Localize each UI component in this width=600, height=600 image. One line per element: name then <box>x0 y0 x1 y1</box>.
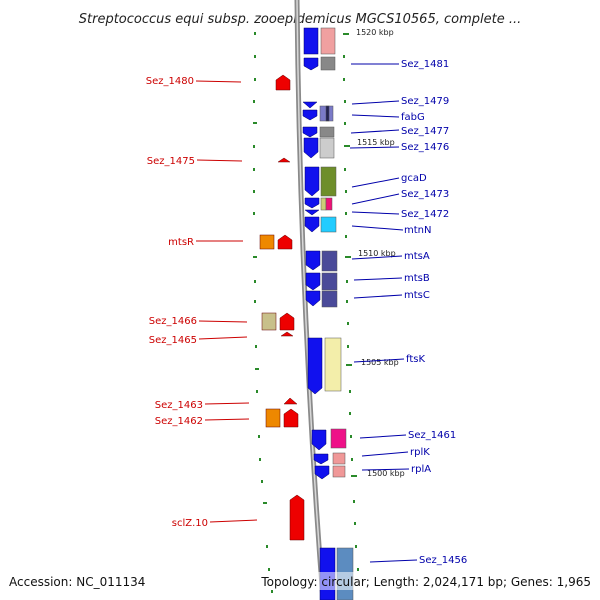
gene-label: Sez_1479 <box>401 96 449 107</box>
gene-label: Sez_1481 <box>401 59 449 70</box>
map-title: Streptococcus equi subsp. zooepidemicus … <box>79 12 521 27</box>
forward-strand-features <box>259 74 305 541</box>
tick-column-right <box>343 33 359 571</box>
gene-label: mtsA <box>404 251 430 262</box>
accession-text: Accession: NC_011134 <box>9 575 145 589</box>
gene-label: Sez_1480 <box>146 76 194 87</box>
gene-label: Sez_1462 <box>155 416 203 427</box>
cog-category-boxes <box>319 27 354 600</box>
gene-label: Sez_1466 <box>149 316 197 327</box>
gene-label: fabG <box>401 112 425 123</box>
gene-label: Sez_1473 <box>401 189 449 200</box>
gene-label: ftsK <box>406 354 425 365</box>
gene-label: mtsR <box>168 237 194 248</box>
scale-label: 1515 kbp <box>357 138 395 147</box>
gene-label: mtsB <box>404 273 430 284</box>
gene-label: Sez_1463 <box>155 400 203 411</box>
gene-label: rplA <box>411 464 431 475</box>
right-callout-lines <box>349 63 418 563</box>
reverse-strand-features <box>302 27 336 600</box>
scale-labels: 1520 kbp 1515 kbp 1510 kbp 1505 kbp 1500… <box>356 28 405 478</box>
gene-label: sclZ.10 <box>172 518 208 529</box>
footer-backing <box>256 572 596 590</box>
gene-label: Sez_1472 <box>401 209 449 220</box>
left-callout-lines <box>195 80 258 523</box>
gene-label: Sez_1461 <box>408 430 456 441</box>
scale-label: 1520 kbp <box>356 28 394 37</box>
gene-label: Sez_1475 <box>147 156 195 167</box>
scale-label: 1510 kbp <box>358 249 396 258</box>
tick-column-left <box>253 32 273 593</box>
gene-label: Sez_1477 <box>401 126 449 137</box>
topology-text: Topology: circular; Length: 2,024,171 bp… <box>260 575 591 589</box>
right-gene-labels: Sez_1481 Sez_1479 fabG Sez_1477 Sez_1476… <box>401 59 467 566</box>
gene-label: Sez_1465 <box>149 335 197 346</box>
gene-label: Sez_1456 <box>419 555 467 566</box>
scale-label: 1500 kbp <box>367 469 405 478</box>
gene-label: rplK <box>410 447 430 458</box>
gene-label: mtsC <box>404 290 430 301</box>
gene-label: Sez_1476 <box>401 142 449 153</box>
scale-label: 1505 kbp <box>361 358 399 367</box>
gene-label: mtnN <box>404 225 431 236</box>
gene-label: gcaD <box>401 173 427 184</box>
dna-backbone-highlight <box>296 0 324 600</box>
left-gene-labels: Sez_1480 Sez_1475 mtsR Sez_1466 Sez_1465… <box>146 76 208 529</box>
